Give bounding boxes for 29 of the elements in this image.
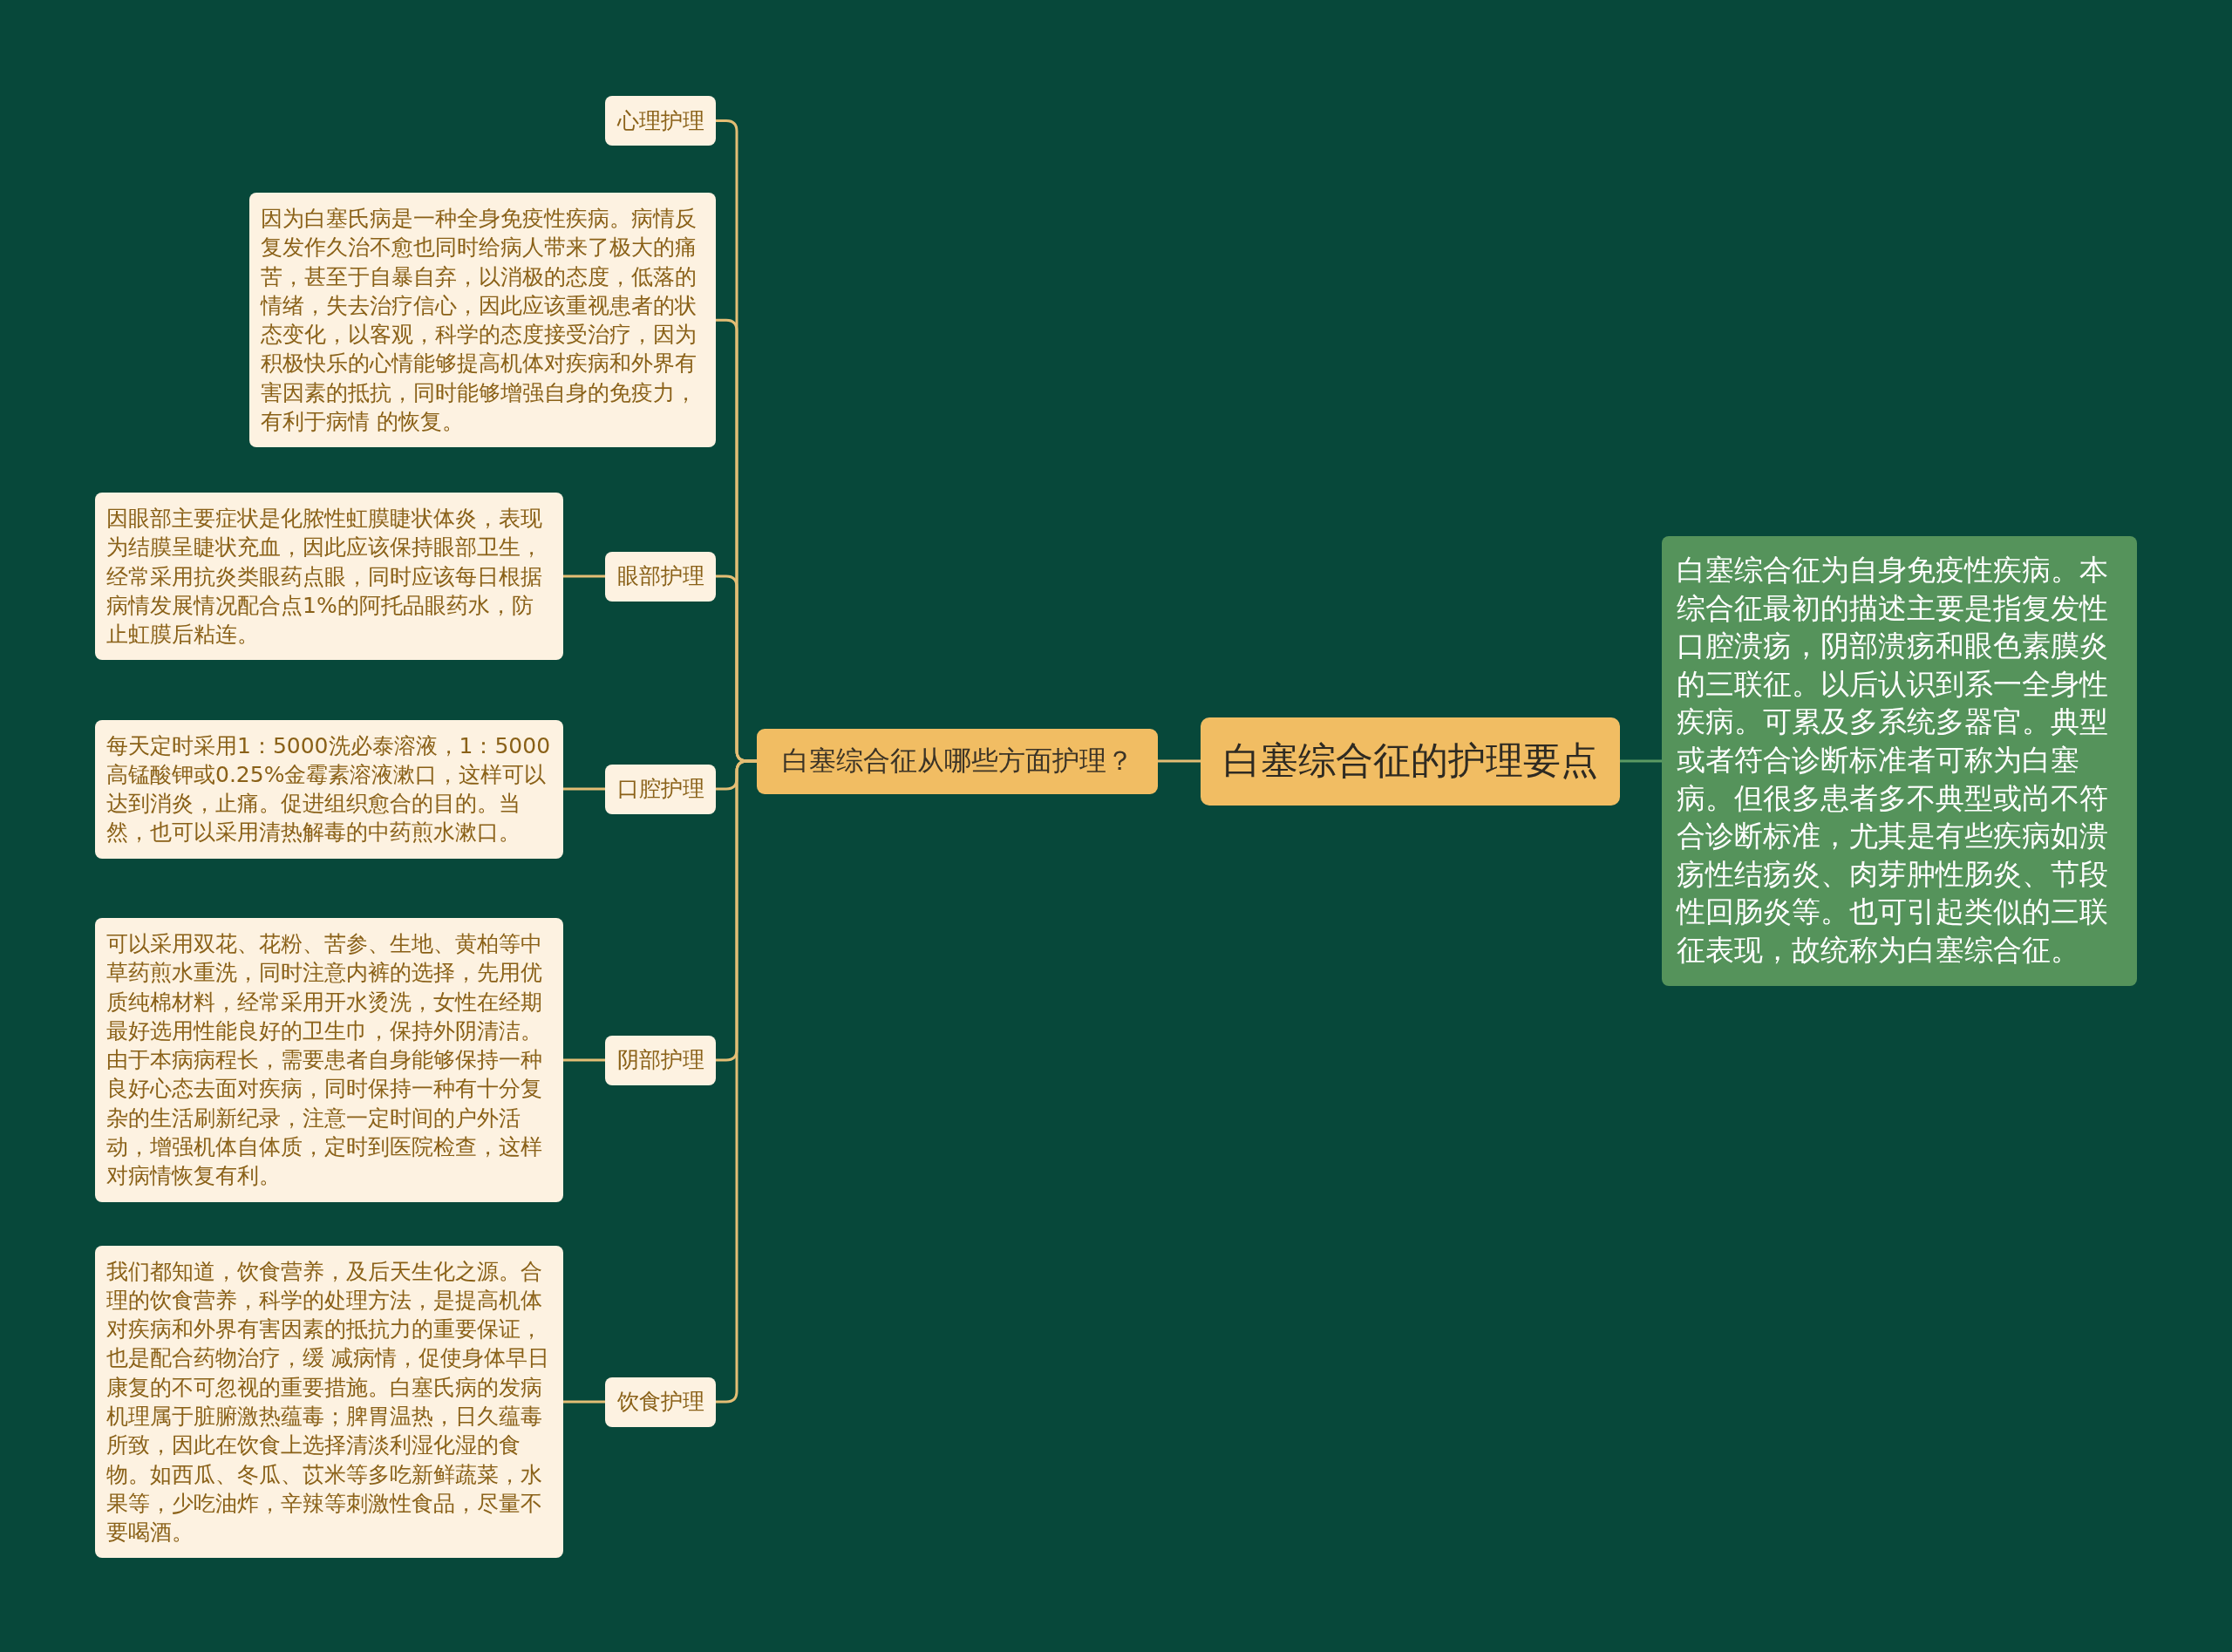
description-card (1662, 536, 2137, 986)
category-label: 口腔护理 (616, 776, 704, 802)
note-card (95, 719, 563, 859)
category-label: 饮食护理 (616, 1389, 704, 1415)
connector-line (563, 574, 605, 578)
note-card (95, 493, 563, 661)
category-node (605, 764, 716, 814)
connector-line (1620, 759, 1662, 763)
note-text: 因为白塞氏病是一种全身免疫性疾病。病情反复发作久治不愈也同时给病人带来了极大的痛苦，甚至于自暴自弃，以消极的态度，低落的情绪，失去治疗信心，因此应该重视患者的状态变化，以客观，科学的态度接受治疗，因为积极快乐的心情能够提高机体对疾病和外界有害因素的抵抗，同时能够增强自身的免疫力，有利于病情 的恢复。 (261, 205, 698, 437)
note-text: 每天定时采用1：5000洗必泰溶液，1：5000高锰酸钾或0.25%金霉素溶液漱口，这样可以达到消炎，止痛。促进组织愈合的目的。当然，也可以采用清热解毒的中药煎水漱口。 (106, 731, 552, 847)
category-node (605, 96, 716, 146)
connector-line (563, 1400, 605, 1404)
category-label: 心理护理 (616, 107, 704, 134)
category-node (605, 1035, 716, 1085)
category-label: 眼部护理 (616, 563, 704, 589)
category-node (605, 1377, 716, 1427)
question-text: 白塞综合征从哪些方面护理？ (781, 744, 1133, 778)
central-topic-title: 白塞综合征的护理要点 (1222, 738, 1598, 784)
connector-line (563, 1058, 605, 1062)
note-text: 我们都知道，饮食营养，及后天生化之源。合理的饮食营养，科学的处理方法，是提高机体对疾病和外界有害因素的抵抗力的重要保证，也是配合药物治疗，缓 减病情，促使身体早日康复的不可忽视的重要措施。白塞氏病的发病机理属于脏腑激热蕴毒；脾胃温热，日久蕴毒所致，因此在饮食上选择清淡利湿化湿的食物。如西瓜、冬瓜、苡米等多吃新鲜蔬菜，水果等，少吃油炸，辛辣等刺激性食品，尽量不要喝酒。 (106, 1257, 550, 1547)
note-text: 因眼部主要症状是化脓性虹膜睫状体炎，表现为结膜呈睫状充血，因此应该保持眼部卫生，经常采用抗炎类眼药点眼，同时应该每日根据病情发展情况配合点1%的阿托品眼药水，防止虹膜后粘连。 (106, 505, 543, 649)
central-topic-node (1201, 717, 1620, 806)
connector-line (1158, 759, 1201, 763)
note-text: 可以采用双花、花粉、苦参、生地、黄柏等中草药煎水重洗，同时注意内裤的选择，先用优质纯棉材料，经常采用开水烫洗，女性在经期最好选用性能良好的卫生巾，保持外阴清洁。由于本病病程长，需要患者自身能够保持一种良好心态去面对疾病，同时保持一种有十分复杂的生活刷新纪录，注意一定时间的户外活动，增强机体自体质，定时到医院检查，这样对病情恢复有利。 (106, 930, 543, 1191)
category-label: 阴部护理 (616, 1047, 704, 1073)
description-text: 白塞综合征为自身免疫性疾病。本综合征最初的描述主要是指复发性口腔溃疡，阴部溃疡和眼色素膜炎的三联征。以后认识到系一全身性疾病。可累及多系统多器官。典型或者符合诊断标准者可称为白塞病。但很多患者多不典型或尚不符合诊断标准，尤其是有些疾病如溃疡性结疡炎、肉芽肿性肠炎、节段性回肠炎等。也可引起类似的三联征表现，故统称为白塞综合征。 (1677, 553, 2109, 969)
question-node (757, 728, 1158, 794)
category-node (605, 551, 716, 602)
connector-line (563, 787, 605, 791)
